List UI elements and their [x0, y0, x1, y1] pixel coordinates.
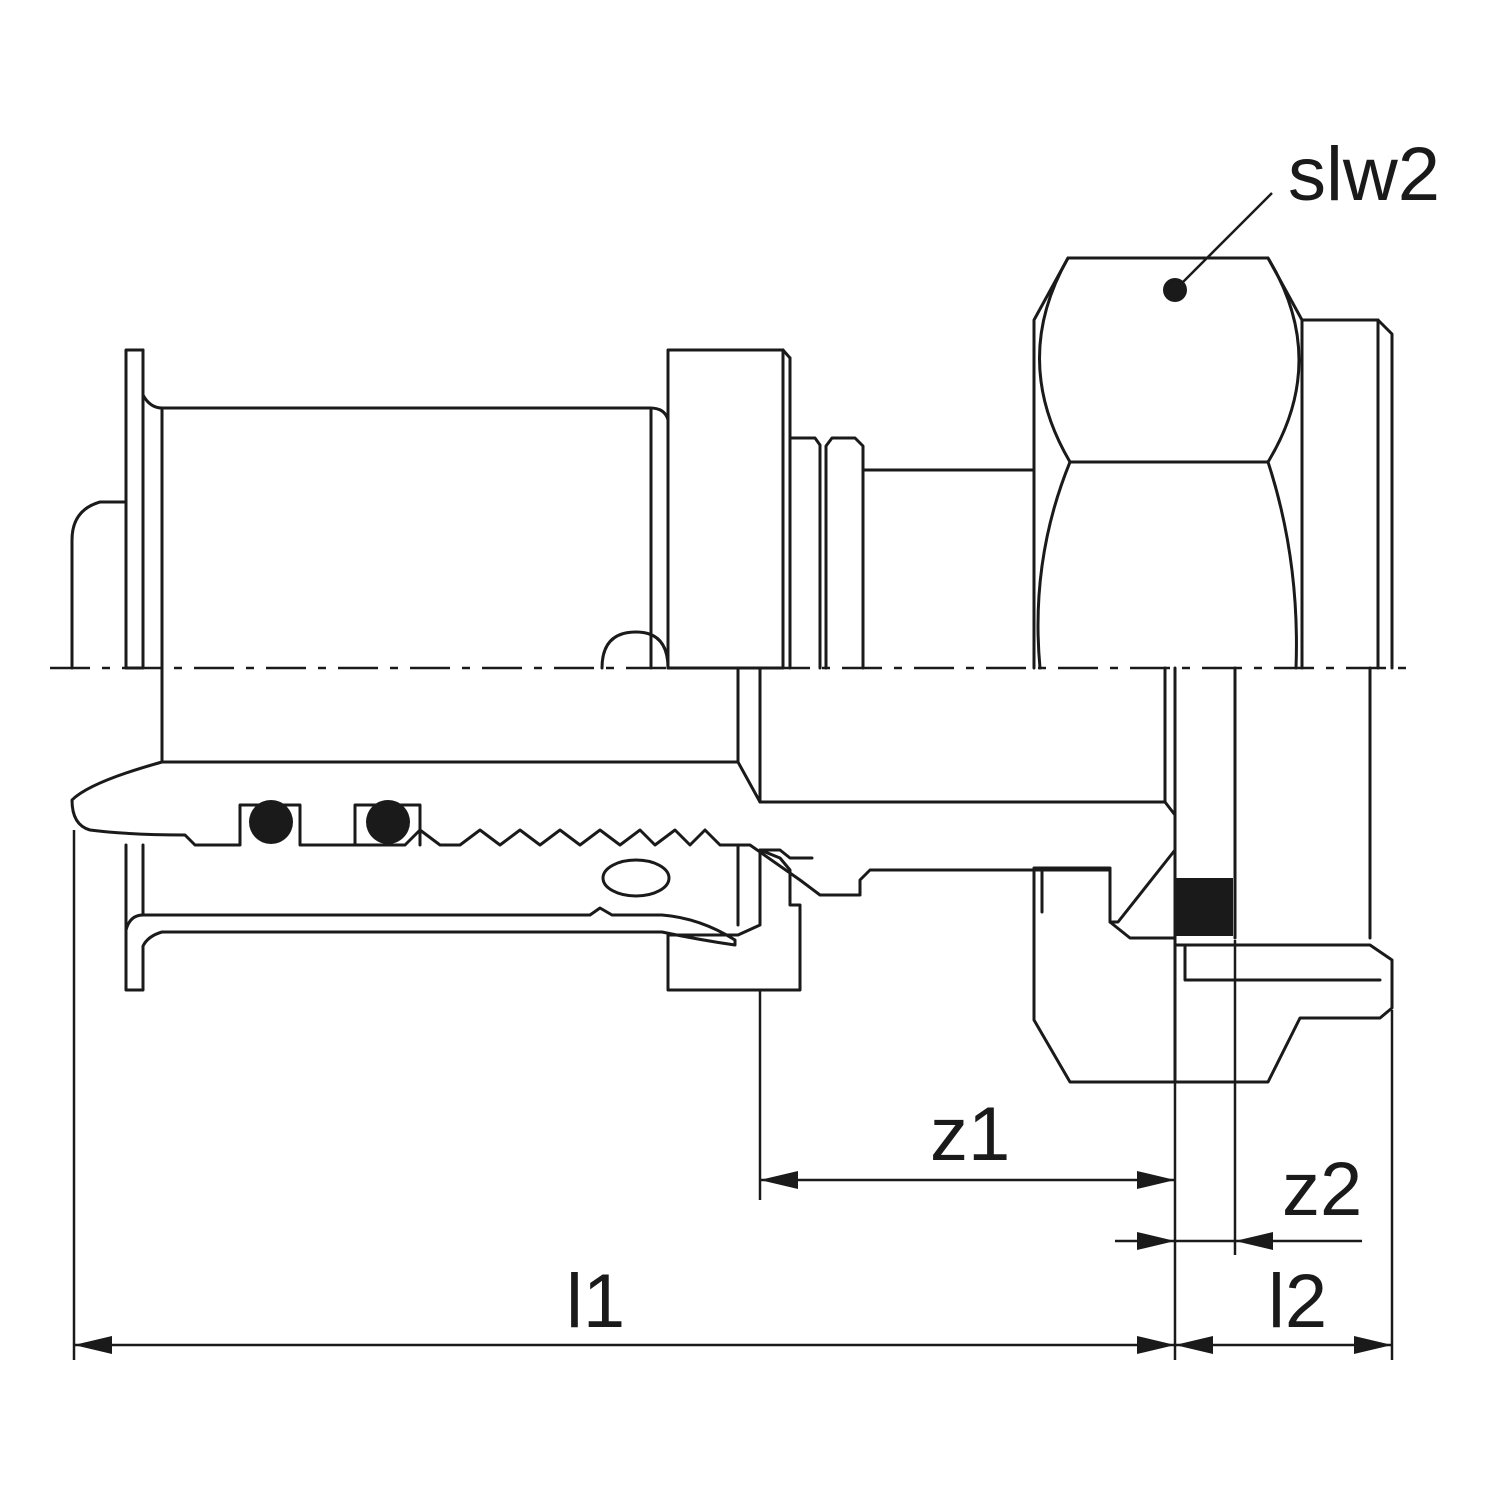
arrow-l2-left: [1175, 1336, 1213, 1354]
arrow-z1-left: [760, 1171, 798, 1189]
press-sleeve-outline: [70, 348, 670, 670]
flat-gasket: [1175, 878, 1233, 936]
label-z2: z2: [1282, 1147, 1362, 1232]
bore-outline: [160, 666, 1372, 940]
press-sleeve-section: [124, 906, 737, 992]
union-nut-upper: [1032, 256, 1304, 670]
arrow-z2-right: [1235, 1232, 1273, 1250]
threaded-tail-upper: [1300, 318, 1394, 670]
arrow-z1-right: [1137, 1171, 1175, 1189]
o-ring-seal-2: [366, 800, 410, 844]
fitting-body-section: [666, 848, 802, 992]
label-l2: l2: [1268, 1259, 1327, 1344]
fitting-body-upper: [666, 348, 1036, 670]
arrow-l2-right: [1354, 1336, 1392, 1354]
inspection-hole: [601, 858, 671, 898]
label-z1: z1: [930, 1092, 1010, 1177]
arrow-l1-right: [1137, 1336, 1175, 1354]
label-slw2: slw2: [1288, 132, 1440, 217]
arrow-z2-left: [1137, 1232, 1175, 1250]
o-ring-seal-1: [249, 800, 293, 844]
slw2-leader-line: [1174, 192, 1273, 291]
slw2-leader-dot: [1163, 278, 1187, 302]
support-body-section: [70, 760, 1177, 924]
threaded-tail-section: [1173, 943, 1394, 1084]
union-nut-section: [1032, 866, 1177, 1084]
label-l1: l1: [566, 1259, 625, 1344]
arrow-l1-left: [74, 1336, 112, 1354]
